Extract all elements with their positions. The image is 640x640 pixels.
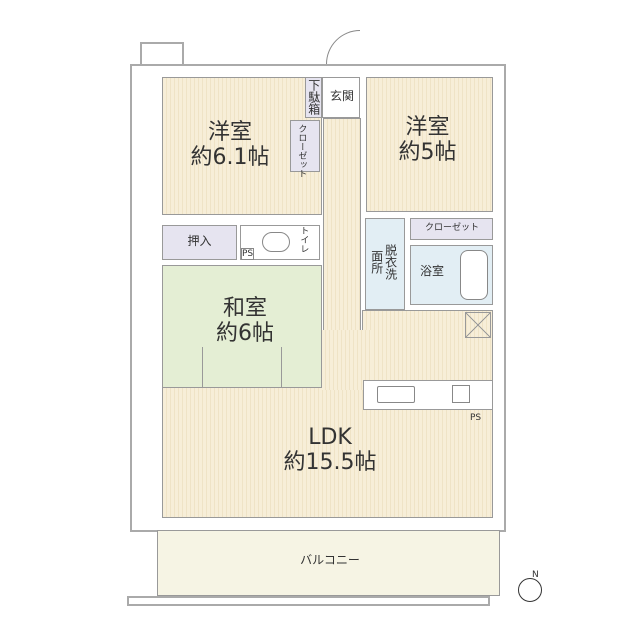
ventilation-box <box>465 312 491 338</box>
shoe-box-label: 下駄箱 <box>306 79 321 115</box>
western-room-2 <box>366 77 493 212</box>
closet-horizontal-label: クローゼット <box>424 223 479 233</box>
toilet-bowl-icon <box>262 232 290 252</box>
entrance-door[interactable] <box>326 30 360 64</box>
stove-icon <box>452 385 470 403</box>
balcony-label: バルコニー <box>300 553 360 567</box>
oshiire-label: 押入 <box>187 234 212 248</box>
room-name: 洋室 <box>207 120 252 145</box>
closet-vertical-label: クローゼット <box>296 124 307 178</box>
oshiire <box>162 225 237 260</box>
room-size: 約5帖 <box>398 140 457 166</box>
kitchen-counter <box>363 380 493 410</box>
room-size: 約6.1帖 <box>190 145 270 171</box>
closet-vertical <box>290 120 320 172</box>
entrance <box>322 77 360 118</box>
bathtub-icon <box>460 250 488 300</box>
ps-label-toilet: PS <box>241 248 255 261</box>
room-size: 約15.5帖 <box>283 450 377 476</box>
entrance-label: 玄関 <box>329 89 354 103</box>
washroom <box>365 218 405 310</box>
shoe-box <box>305 77 322 118</box>
sink-icon <box>377 386 415 403</box>
room-name: LDK <box>308 425 352 450</box>
room-name: 和室 <box>222 296 267 321</box>
bathroom-label: 浴室 <box>419 264 444 278</box>
western-room-2-label: 洋室約5帖 <box>370 115 485 166</box>
western-room-1-label: 洋室約6.1帖 <box>170 120 290 171</box>
room-size: 約6帖 <box>216 321 274 347</box>
washroom-label: 脱衣洗面所 <box>369 244 398 280</box>
corridor <box>323 118 361 340</box>
balcony <box>157 530 500 596</box>
balcony-rail <box>127 596 490 606</box>
closet-horizontal <box>410 218 493 240</box>
outer-ledge-left <box>140 42 184 66</box>
room-name: 洋室 <box>405 115 450 140</box>
toilet-label: トイレ <box>298 226 309 253</box>
compass-icon <box>518 578 542 602</box>
japanese-room-label: 和室約6帖 <box>185 296 305 347</box>
compass-north-label: N <box>532 570 539 580</box>
ps-label-kitchen: PS <box>470 413 482 423</box>
